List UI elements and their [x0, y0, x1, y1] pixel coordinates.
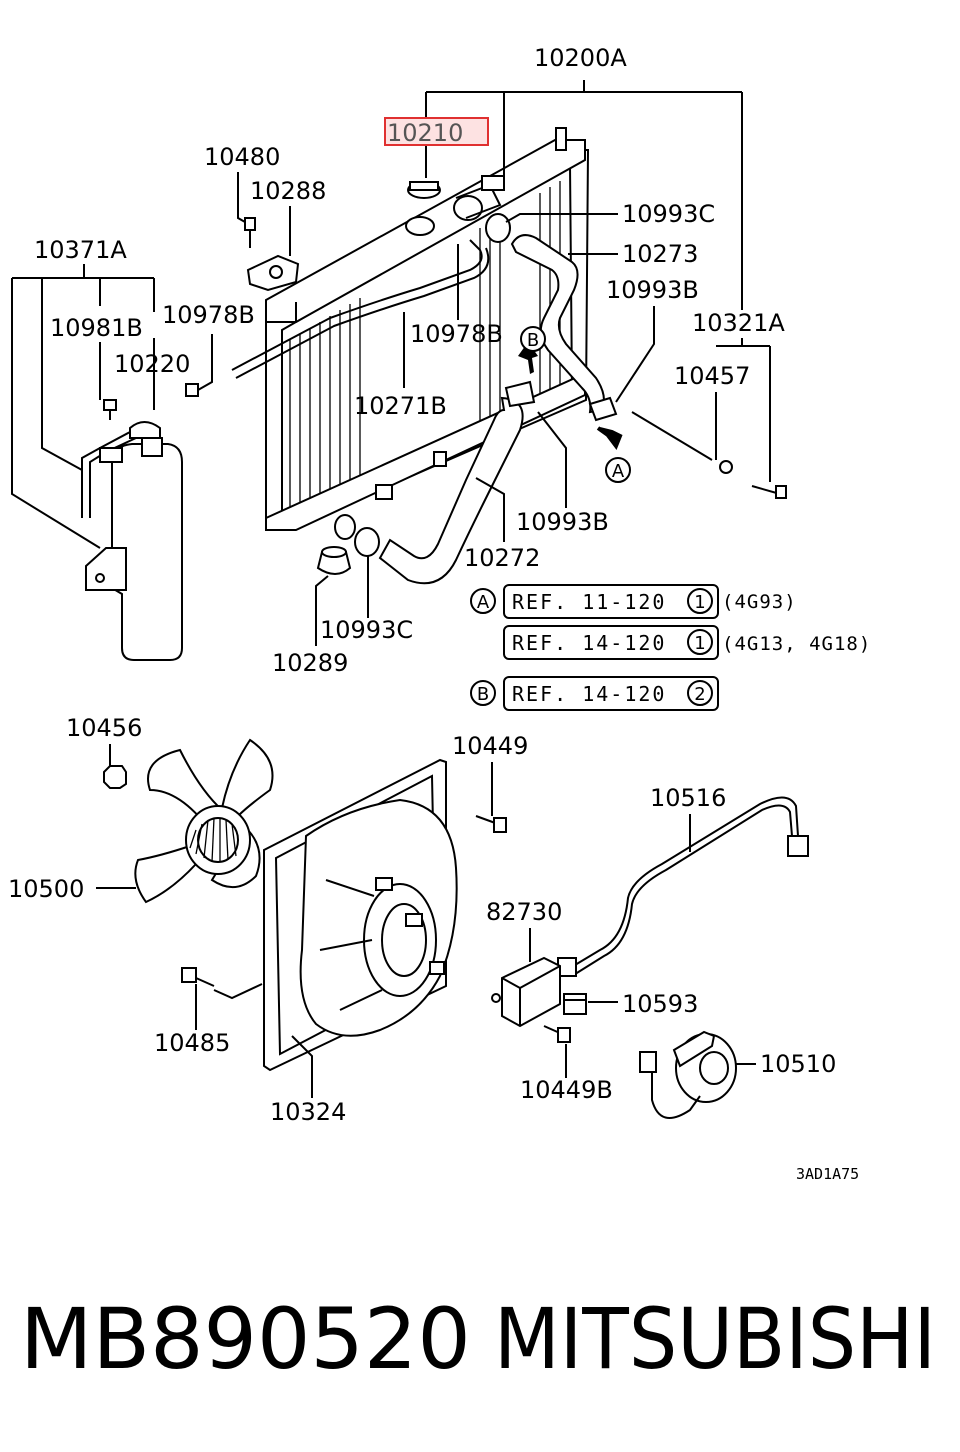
label-10978B-right: 10978B [410, 320, 503, 348]
hose-clip [185, 383, 199, 397]
brand-name: MITSUBISHI [494, 1290, 936, 1388]
label-10321A: 10321A [692, 309, 785, 337]
label-10981B: 10981B [50, 314, 143, 342]
label-10993C-upper: 10993C [622, 200, 715, 228]
label-10485: 10485 [154, 1029, 230, 1057]
label-10289: 10289 [272, 649, 348, 677]
highlight-box [384, 117, 489, 146]
label-10993B-lower: 10993B [516, 508, 609, 536]
marker-b-diagram: B [520, 326, 546, 352]
radiator-cap [407, 181, 441, 199]
label-10200A: 10200A [534, 44, 627, 72]
cooling-fan [134, 738, 274, 904]
label-10272: 10272 [464, 544, 540, 572]
label-10456: 10456 [66, 714, 142, 742]
fan-shroud [263, 758, 458, 1072]
overflow-hose [231, 239, 490, 379]
label-10480: 10480 [204, 143, 280, 171]
label-10593: 10593 [622, 990, 698, 1018]
screw [103, 399, 117, 420]
svg-text:2: 2 [694, 684, 705, 705]
label-10516: 10516 [650, 784, 726, 812]
label-10210: 10210 [387, 119, 463, 147]
bolt [751, 485, 787, 499]
harness-connector [787, 835, 809, 857]
label-10510: 10510 [760, 1050, 836, 1078]
svg-text:A: A [477, 592, 490, 613]
label-10220: 10220 [114, 350, 190, 378]
reference-text: REF. 14-120 [512, 631, 666, 655]
nut [719, 460, 733, 474]
fan-motor [639, 1030, 737, 1119]
svg-text:A: A [612, 461, 625, 482]
svg-text:1: 1 [694, 633, 705, 654]
label-10288: 10288 [250, 177, 326, 205]
label-10993B-right: 10993B [606, 276, 699, 304]
bolt [181, 967, 215, 987]
label-10449B: 10449B [520, 1076, 613, 1104]
part-number: MB890520 [20, 1290, 471, 1388]
label-10371A: 10371A [34, 236, 127, 264]
label-10457: 10457 [674, 362, 750, 390]
bolt [475, 815, 507, 833]
lower-hose [378, 396, 524, 585]
reference-row-1: A REF. 11-120 1 (4G93) [470, 584, 797, 619]
leader-lines [11, 80, 771, 1098]
rubber-mount [316, 546, 352, 575]
label-10271B: 10271B [354, 392, 447, 420]
marker-a-diagram: A [605, 457, 631, 483]
label-10993C-lower: 10993C [320, 616, 413, 644]
bolt [244, 217, 256, 248]
label-10978B-left: 10978B [162, 301, 255, 329]
nut [103, 765, 127, 789]
label-10449: 10449 [452, 732, 528, 760]
reference-note: (4G13, 4G18) [722, 633, 871, 655]
reference-row-3: B REF. 14-120 2 [470, 676, 719, 711]
fan-controller [491, 956, 561, 1028]
hose-clamp [354, 527, 380, 557]
reference-text: REF. 14-120 [512, 682, 666, 706]
reservoir-tank [81, 421, 183, 661]
wiring-harness [569, 796, 799, 977]
reference-text: REF. 11-120 [512, 590, 666, 614]
svg-text:B: B [477, 684, 489, 705]
reference-note: (4G93) [722, 591, 797, 613]
relay [563, 993, 587, 1015]
svg-text:1: 1 [694, 592, 705, 613]
svg-text:B: B [527, 330, 539, 351]
bolt [543, 1025, 571, 1043]
label-82730: 82730 [486, 898, 562, 926]
diagram-code: 3AD1A75 [796, 1165, 859, 1183]
hose-clamp [485, 213, 511, 243]
arrow-down-icon [596, 426, 623, 451]
label-10273: 10273 [622, 240, 698, 268]
radiator-bracket [246, 254, 300, 292]
hose-clamp [504, 380, 536, 408]
label-10500: 10500 [8, 875, 84, 903]
reference-row-2: REF. 14-120 1 (4G13, 4G18) [503, 625, 871, 660]
hose-clamp [588, 396, 618, 422]
label-10324: 10324 [270, 1098, 346, 1126]
